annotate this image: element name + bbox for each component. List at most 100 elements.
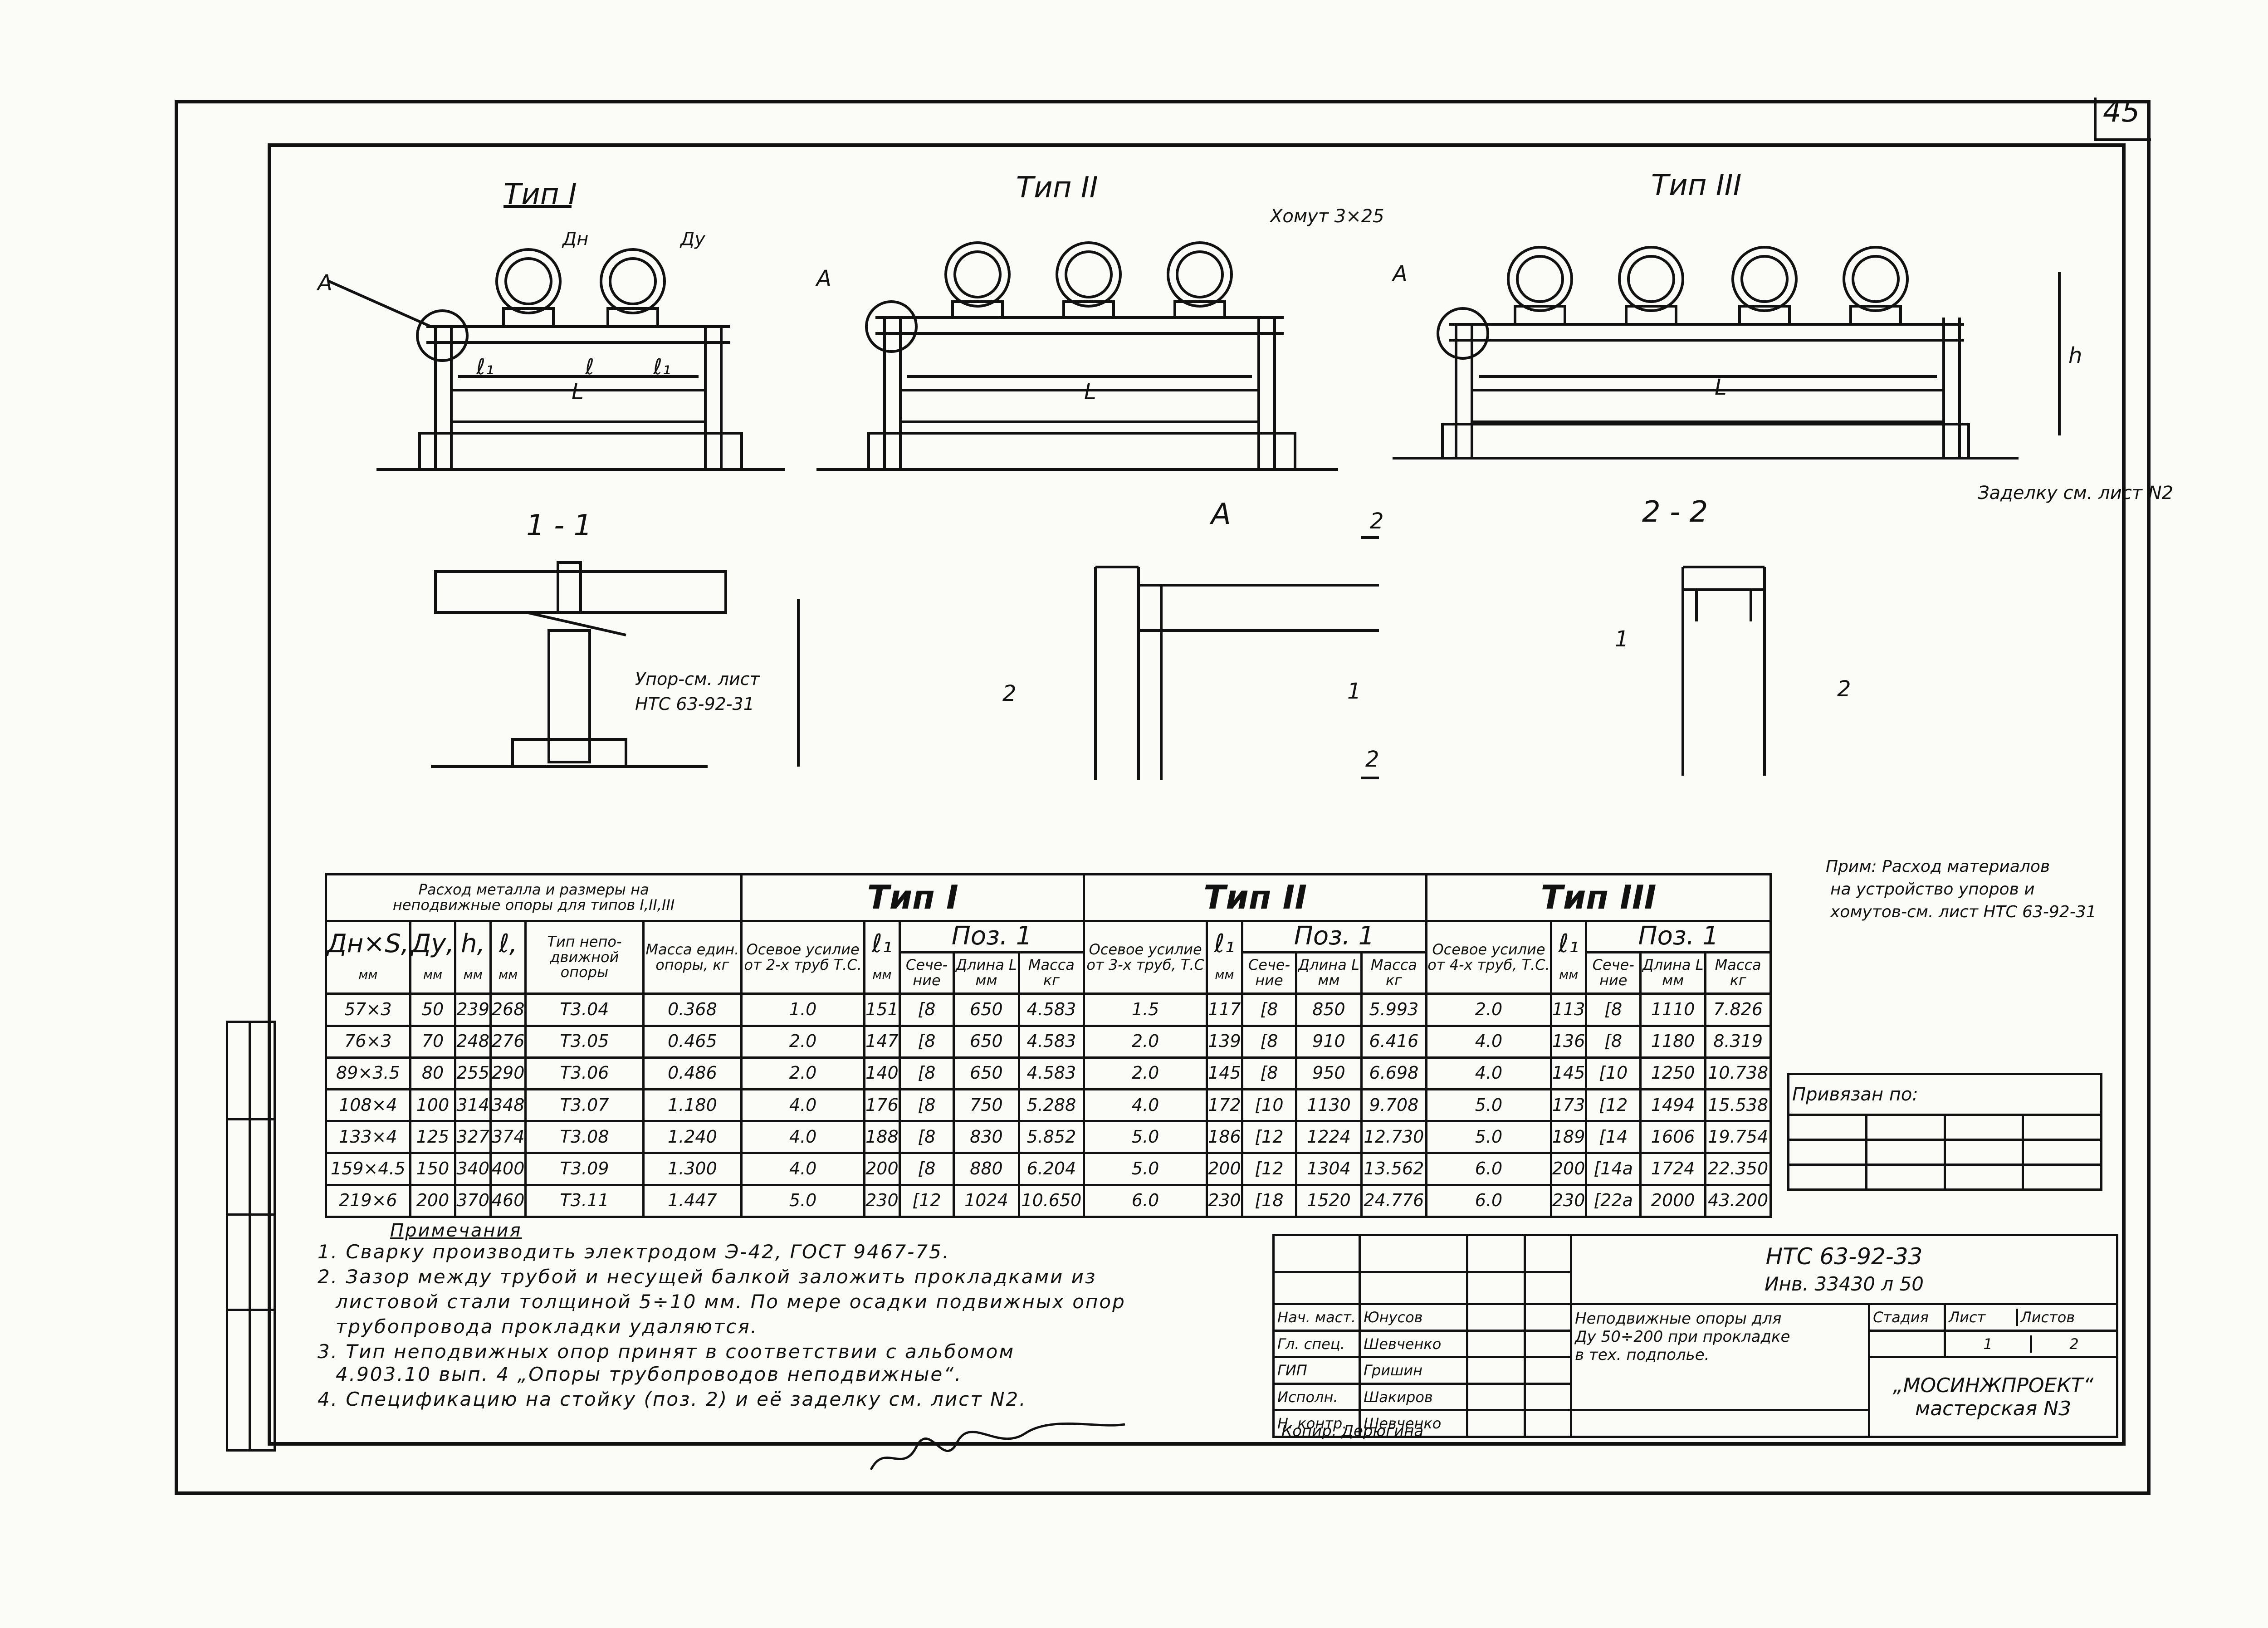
sheet-number: 45 <box>2103 95 2140 129</box>
table-cell: 76×3 <box>325 1024 411 1059</box>
table-cell: 5.288 <box>1017 1088 1085 1123</box>
table-cell: [8 <box>1585 1024 1642 1059</box>
table-cell: 117 <box>1206 992 1243 1027</box>
table-cell: [8 <box>898 1056 955 1091</box>
table-cell: 4.583 <box>1017 992 1085 1027</box>
table-cell: 6.204 <box>1017 1152 1085 1186</box>
sheet-value: 1 <box>1946 1335 2033 1353</box>
label-L-c: L <box>1715 375 1727 400</box>
label-h: h <box>2068 343 2082 368</box>
table-cell: 1304 <box>1295 1152 1363 1186</box>
sectionA-label-1: 1 <box>1347 679 1361 704</box>
table-cell: 650 <box>953 992 1020 1027</box>
table-cell: 19.754 <box>1704 1120 1772 1154</box>
table-cell: 2000 <box>1639 1183 1707 1218</box>
table-cell: 340 <box>454 1152 492 1186</box>
table-cell: Т3.04 <box>524 992 645 1027</box>
embed-note: Заделку см. лист N2 <box>1978 483 2173 504</box>
table-cell: 200 <box>863 1152 901 1186</box>
table-cell: 830 <box>953 1120 1020 1154</box>
table-cell: Т3.05 <box>524 1024 645 1059</box>
sheet-label: Лист <box>1946 1308 2018 1326</box>
table-cell: [8 <box>898 1088 955 1123</box>
type3-title: Тип III <box>1651 169 1742 202</box>
table-cell: [8 <box>1241 992 1298 1027</box>
table-cell: 1110 <box>1639 992 1707 1027</box>
table-cell: 1024 <box>953 1183 1020 1218</box>
type1-title: Тип I <box>503 178 577 211</box>
table-cell: 1180 <box>1639 1024 1707 1059</box>
role-1: Нач. маст. <box>1272 1303 1361 1332</box>
table-cell: 4.0 <box>740 1088 866 1123</box>
section22-title: 2 - 2 <box>1642 495 1708 529</box>
table-cell: 880 <box>953 1152 1020 1186</box>
side-note-2: на устройство упоров и <box>1830 880 2035 899</box>
table-cell: 4.0 <box>740 1120 866 1154</box>
table-cell: 12.730 <box>1360 1120 1428 1154</box>
th-l: ℓ,мм <box>489 919 527 995</box>
table-cell: 327 <box>454 1120 492 1154</box>
th-h: h,мм <box>454 919 492 995</box>
table-cell: 370 <box>454 1183 492 1218</box>
table-cell: 1.240 <box>642 1120 743 1154</box>
table-cell: 290 <box>489 1056 527 1091</box>
table-cell: 10.650 <box>1017 1183 1085 1218</box>
label-l1-b: ℓ₁ <box>653 354 671 380</box>
table-cell: 2.0 <box>740 1056 866 1091</box>
table-cell: Т3.09 <box>524 1152 645 1186</box>
type1-drawing <box>328 205 785 471</box>
table-cell: [8 <box>898 992 955 1027</box>
table-cell: 1224 <box>1295 1120 1363 1154</box>
th-pos1-t3: Поз. 1 <box>1585 919 1772 953</box>
table-cell: 200 <box>409 1183 457 1218</box>
table-cell: 24.776 <box>1360 1183 1428 1218</box>
table-cell: [12 <box>898 1183 955 1218</box>
sectionA-drawing <box>1094 536 1379 780</box>
name-1: Юнусов <box>1359 1303 1469 1332</box>
table-cell: 1.447 <box>642 1183 743 1218</box>
table-cell: 5.0 <box>1083 1152 1208 1186</box>
table-cell: [10 <box>1585 1056 1642 1091</box>
table-cell: 1.180 <box>642 1088 743 1123</box>
table-cell: 200 <box>1549 1152 1588 1186</box>
copied-by: Копир. Дерюгина <box>1281 1422 1424 1440</box>
label-L-a: L <box>572 379 584 405</box>
table-cell: 4.583 <box>1017 1056 1085 1091</box>
table-cell: 4.0 <box>1425 1024 1552 1059</box>
table-cell: 248 <box>454 1024 492 1059</box>
table-cell: [22a <box>1585 1183 1642 1218</box>
label-A-type2: А <box>815 266 831 291</box>
table-cell: [12 <box>1241 1120 1298 1154</box>
th-type: Тип непо-движной опоры <box>524 919 645 995</box>
table-cell: 2.0 <box>1425 992 1552 1027</box>
inner-frame <box>268 143 2126 1446</box>
label-A-type3: А <box>1391 261 1408 287</box>
table-cell: 57×3 <box>325 992 411 1027</box>
table-cell: 1520 <box>1295 1183 1363 1218</box>
table-cell: [18 <box>1241 1183 1298 1218</box>
table-cell: [12 <box>1241 1152 1298 1186</box>
table-cell: 15.538 <box>1704 1088 1772 1123</box>
table-cell: 113 <box>1549 992 1588 1027</box>
sheets-label: Листов <box>2020 1308 2075 1326</box>
stop-note-2: НТС 63-92-31 <box>635 694 754 714</box>
table-cell: 2.0 <box>1083 1024 1208 1059</box>
table-cell: 5.0 <box>740 1183 866 1218</box>
table-cell: 136 <box>1549 1024 1588 1059</box>
note-2c: трубопровода прокладки удаляются. <box>336 1315 758 1338</box>
table-cell: 0.465 <box>642 1024 743 1059</box>
table-cell: 5.0 <box>1425 1120 1552 1154</box>
table-cell: 314 <box>454 1088 492 1123</box>
sheets-value: 2 <box>2069 1335 2079 1353</box>
stage-label: Стадия <box>1868 1303 1946 1332</box>
table-cell: [12 <box>1585 1088 1642 1123</box>
name-3: Гришин <box>1359 1356 1469 1385</box>
th-m-t1: Масса кг <box>1017 951 1085 995</box>
stop-note-1: Упор-см. лист <box>635 669 761 689</box>
